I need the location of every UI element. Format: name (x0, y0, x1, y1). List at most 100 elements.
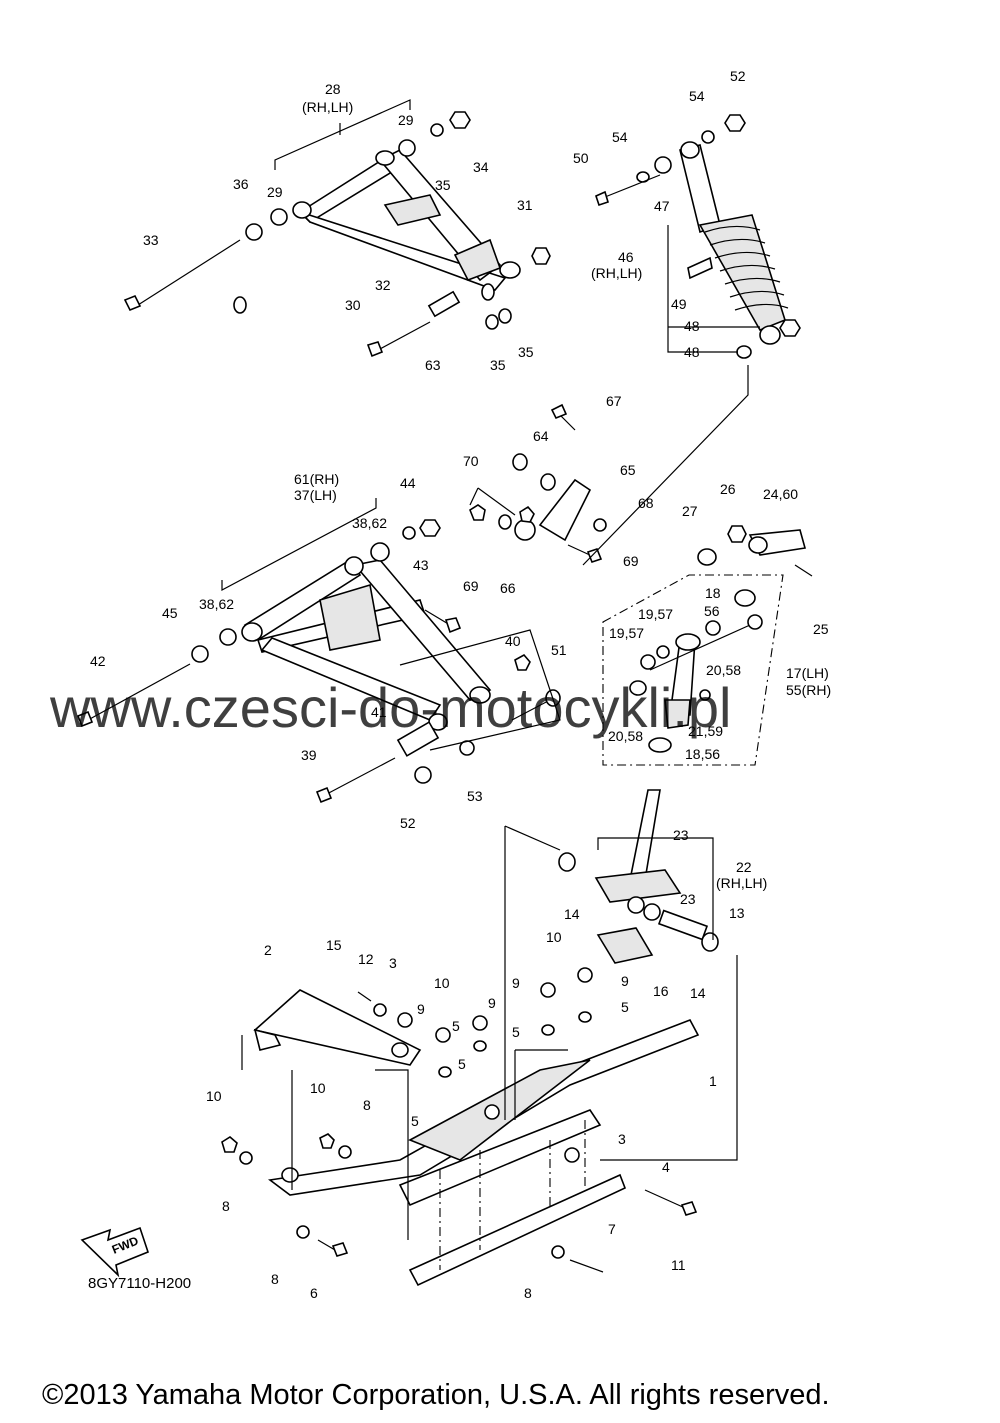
callout: 51 (551, 642, 567, 658)
spindle (558, 789, 719, 964)
callout: 9 (417, 1001, 425, 1017)
callout: 11 (671, 1257, 686, 1273)
callout: 9 (621, 973, 629, 989)
callout: 48 (684, 344, 700, 360)
callout: 67 (606, 393, 622, 409)
callout: 5 (458, 1056, 466, 1072)
callout: 35 (490, 357, 506, 373)
callout: 69 (463, 578, 479, 594)
callout: 66 (500, 580, 516, 596)
callout: 12 (358, 951, 374, 967)
callout: 2 (264, 942, 272, 958)
callout: 8 (363, 1097, 371, 1113)
callout: 49 (671, 296, 687, 312)
callout: 35 (518, 344, 534, 360)
callout: 65 (620, 462, 636, 478)
callout: 9 (512, 975, 520, 991)
callout: 28 (325, 81, 341, 97)
callout: 15 (326, 937, 342, 953)
callout: 6 (310, 1285, 318, 1301)
callout: 18,56 (685, 746, 720, 762)
callout: 23 (680, 891, 696, 907)
callout: 8 (524, 1285, 532, 1301)
callout: 63 (425, 357, 441, 373)
callout: (RH,LH) (302, 99, 353, 115)
callout: 44 (400, 475, 416, 491)
callout: 29 (267, 184, 283, 200)
callout: 38,62 (352, 515, 387, 531)
callout: 5 (452, 1018, 460, 1034)
callout: 20,58 (608, 728, 643, 744)
callout: 24,60 (763, 486, 798, 502)
callout: 64 (533, 428, 549, 444)
callout: 38,62 (199, 596, 234, 612)
callout: 56 (704, 603, 720, 619)
callout: 52 (730, 68, 746, 84)
lower-arm-assembly (76, 519, 561, 804)
callout: 18 (705, 585, 721, 601)
callout: 25 (813, 621, 829, 637)
callout: 21,59 (688, 723, 723, 739)
callout: 31 (517, 197, 533, 213)
steering-spindle-upper (602, 525, 813, 766)
callout: 14 (690, 985, 706, 1001)
callout: 10 (434, 975, 450, 991)
callout: 40 (505, 633, 521, 649)
callout: 39 (301, 747, 317, 763)
callout: 4 (662, 1159, 670, 1175)
callout: 8 (222, 1198, 230, 1214)
tie-rod (233, 296, 528, 471)
callout: 70 (463, 453, 479, 469)
callout: 37(LH) (294, 487, 337, 503)
callout: 9 (488, 995, 496, 1011)
callout: 3 (618, 1131, 626, 1147)
callout: 29 (398, 112, 414, 128)
callout: 26 (720, 481, 736, 497)
callout: 69 (623, 553, 639, 569)
shock-absorber (595, 114, 801, 359)
callout: 45 (162, 605, 178, 621)
callout: 20,58 (706, 662, 741, 678)
callout: 13 (729, 905, 745, 921)
callout: 19,57 (638, 606, 673, 622)
callout: 52 (400, 815, 416, 831)
callout-labels: 28 (RH,LH) 29 34 35 36 29 33 31 32 30 35… (90, 68, 831, 1301)
callout: 16 (653, 983, 669, 999)
ski (221, 967, 700, 1287)
callout: 10 (546, 929, 562, 945)
callout: 19,57 (609, 625, 644, 641)
callout: 17(LH) (786, 665, 829, 681)
diagram-code: 8GY7110-H200 (88, 1275, 191, 1292)
callout: 47 (654, 198, 670, 214)
callout: 54 (612, 129, 628, 145)
callout: 32 (375, 277, 391, 293)
callout: 48 (684, 318, 700, 334)
callout: 61(RH) (294, 471, 339, 487)
callout: 27 (682, 503, 698, 519)
callout: 5 (411, 1113, 419, 1129)
callout: 35 (435, 177, 451, 193)
callout: 10 (310, 1080, 326, 1096)
upper-arm-assembly (123, 111, 551, 358)
steering-bracket (469, 403, 607, 563)
callout: 42 (90, 653, 106, 669)
callout: 5 (512, 1024, 520, 1040)
callout: 54 (689, 88, 705, 104)
callout: 14 (564, 906, 580, 922)
callout: 22 (736, 859, 752, 875)
callout: 34 (473, 159, 489, 175)
callout: 10 (206, 1088, 222, 1104)
callout: 68 (638, 495, 654, 511)
copyright-text: ©2013 Yamaha Motor Corporation, U.S.A. A… (42, 1379, 830, 1411)
callout: 7 (608, 1221, 616, 1237)
callout: 1 (709, 1073, 717, 1089)
watermark-text: www.czesci-do-motocykli.pl (49, 676, 732, 739)
callout: 36 (233, 176, 249, 192)
callout: 50 (573, 150, 589, 166)
callout: 30 (345, 297, 361, 313)
callout: (RH,LH) (591, 265, 642, 281)
callout: (RH,LH) (716, 875, 767, 891)
callout: 53 (467, 788, 483, 804)
callout: 5 (621, 999, 629, 1015)
